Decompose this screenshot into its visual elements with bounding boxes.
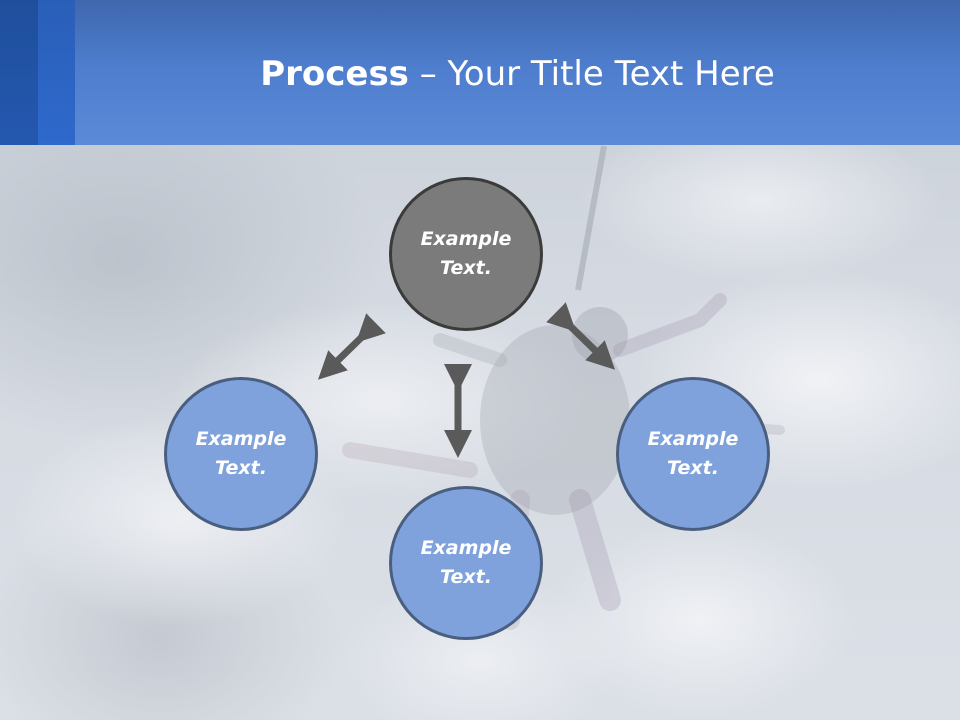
slide-title[interactable]: Process – Your Title Text Here	[75, 52, 960, 96]
process-node-label: Example Text.	[195, 428, 287, 479]
process-node-label: Example Text.	[420, 537, 512, 588]
arrow-top-left	[317, 313, 386, 380]
process-node-bottom[interactable]: Example Text.	[389, 486, 543, 640]
header-accent-stripe	[0, 0, 38, 145]
header-accent-stripe	[38, 0, 75, 145]
process-node-top[interactable]: Example Text.	[389, 177, 543, 331]
arrow-top-right	[546, 302, 616, 370]
process-node-left[interactable]: Example Text.	[164, 377, 318, 531]
title-bar: Process – Your Title Text Here	[0, 0, 960, 145]
slide-title-rest: – Your Title Text Here	[408, 54, 775, 94]
process-node-right[interactable]: Example Text.	[616, 377, 770, 531]
process-node-label: Example Text.	[647, 428, 739, 479]
process-node-label: Example Text.	[420, 228, 512, 279]
slide-title-strong: Process	[260, 54, 409, 94]
